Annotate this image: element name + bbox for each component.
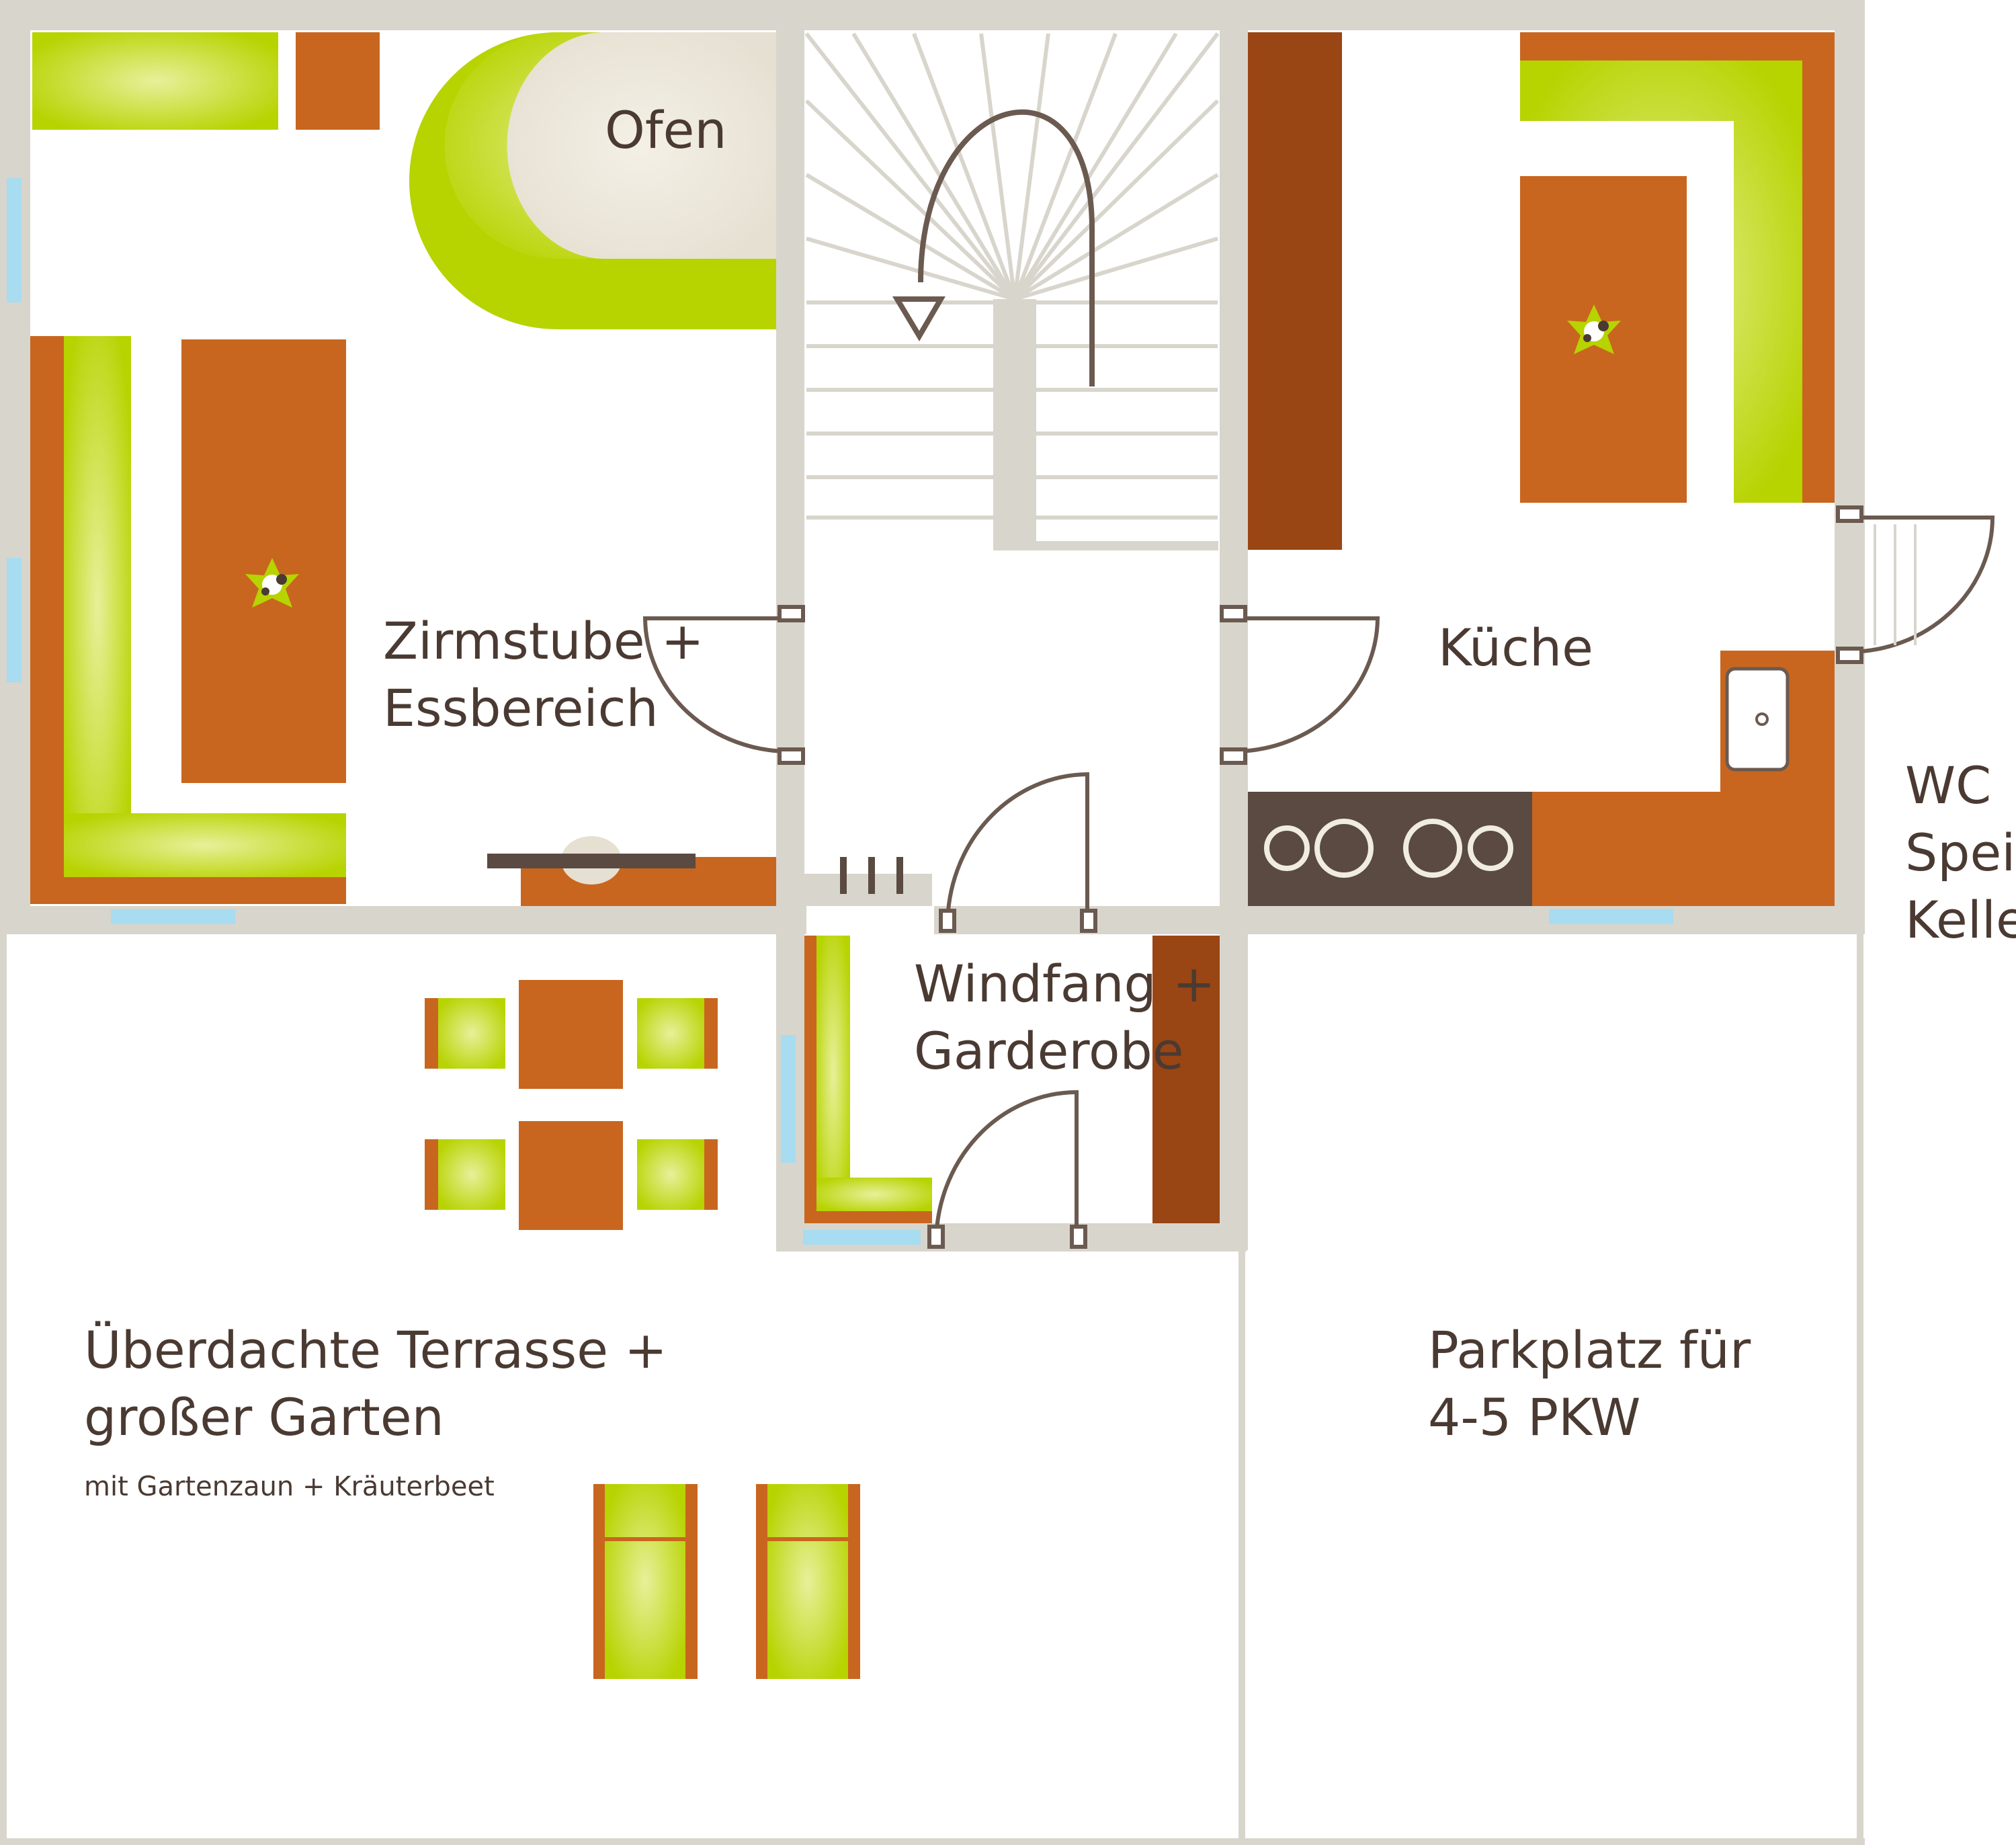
sun-lounger [756, 1484, 860, 1679]
zirmstube-furniture [30, 32, 776, 906]
label-essbereich: Essbereich [383, 678, 659, 738]
terrace-furniture [425, 980, 860, 1679]
chair [425, 1139, 505, 1210]
label-speis: Speis [1905, 823, 2016, 883]
windfang-furniture [804, 857, 1220, 1223]
label-parkplatz: Parkplatz für [1428, 1320, 1751, 1380]
doors [642, 505, 1995, 1249]
kitchen-furniture [1248, 32, 1835, 906]
label-windfang: Windfang + [914, 954, 1216, 1014]
wc-steps [1874, 524, 1917, 645]
chair [425, 998, 505, 1069]
label-garten: großer Garten [84, 1387, 444, 1447]
stair-core [993, 299, 1036, 548]
garden-borders [0, 934, 1865, 1845]
label-keller: Keller [1905, 890, 2016, 950]
stove [1248, 792, 1532, 906]
label-pkw: 4-5 PKW [1428, 1387, 1640, 1447]
label-garten-note: mit Gartenzaun + Kräuterbeet [84, 1471, 495, 1502]
chair [637, 998, 718, 1069]
stair-direction-arrow-icon [892, 109, 1095, 386]
windows [7, 178, 1673, 1245]
label-wc: WC [1905, 755, 1991, 815]
label-garderobe: Garderobe [914, 1021, 1183, 1081]
flower-icon [245, 558, 299, 608]
staircase [804, 32, 1220, 520]
label-zirmstube: Zirmstube + [383, 611, 704, 671]
label-terrasse: Überdachte Terrasse + [84, 1320, 667, 1380]
sun-lounger [593, 1484, 698, 1679]
flower-icon [1567, 304, 1621, 354]
stove-burner-icon [1264, 819, 1513, 878]
label-kueche: Küche [1438, 618, 1593, 678]
label-ofen: Ofen [605, 100, 727, 160]
stair-landing [993, 541, 1218, 550]
chair [637, 1139, 718, 1210]
